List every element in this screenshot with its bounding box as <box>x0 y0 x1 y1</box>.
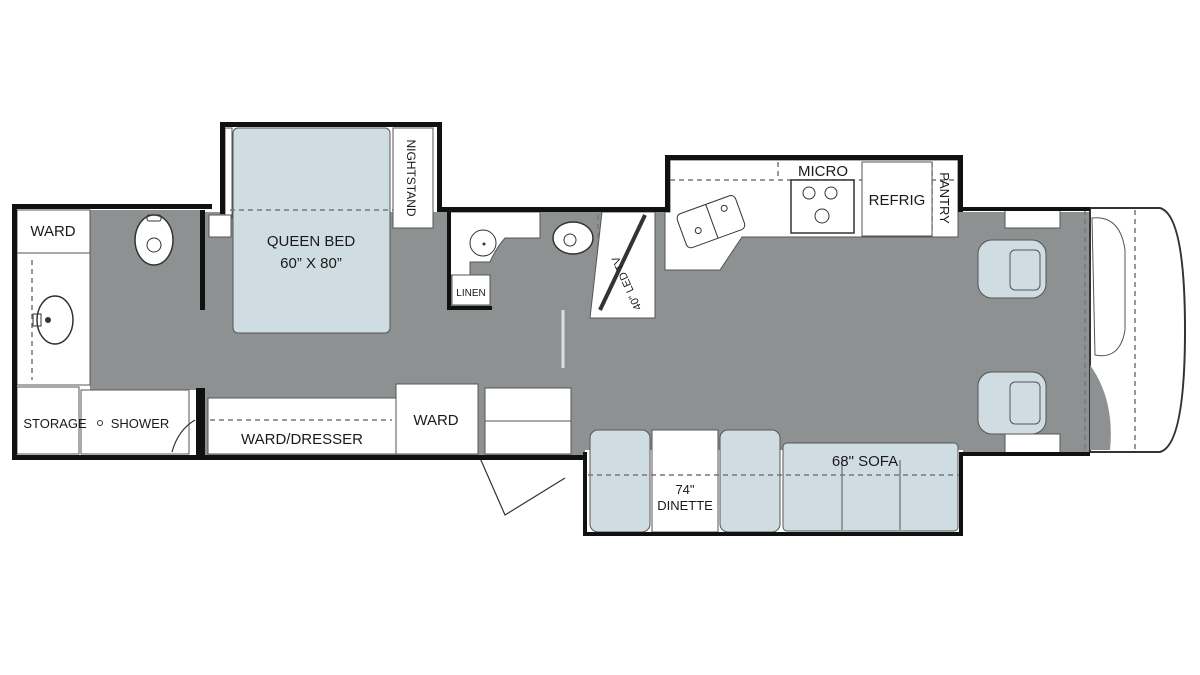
driver-seat-icon <box>977 239 1047 299</box>
label-storage: STORAGE <box>23 416 87 431</box>
label-dinette: DINETTE <box>657 498 713 513</box>
mid-bathroom <box>449 211 656 368</box>
kitchen-slide <box>664 159 959 271</box>
dinette-seat <box>719 429 781 533</box>
toilet-icon <box>134 214 174 266</box>
refrigerator <box>861 161 933 237</box>
labels: WARD STORAGE SHOWER QUEEN BED 60” X 80” … <box>23 139 952 513</box>
passenger-seat-icon <box>977 371 1047 435</box>
label-micro: MICRO <box>798 163 848 180</box>
label-nightstand: NIGHTSTAND <box>404 139 418 216</box>
label-linen: LINEN <box>456 288 485 299</box>
label-shower: SHOWER <box>111 416 170 431</box>
nightstand <box>392 127 434 229</box>
label-ward-mid: WARD <box>413 412 458 429</box>
label-sofa: 68" SOFA <box>832 453 898 470</box>
dinette-seat <box>589 429 651 533</box>
kitchen-sink-icon <box>676 195 746 249</box>
label-pantry: PANTRY <box>937 172 952 224</box>
label-ward-rear: WARD <box>30 223 75 240</box>
shower-drain-icon <box>97 420 103 426</box>
label-ward-dresser: WARD/DRESSER <box>241 431 363 448</box>
label-refrig: REFRIG <box>869 192 926 209</box>
toilet-icon <box>552 221 594 255</box>
stove-icon <box>790 179 855 234</box>
dinette-table <box>651 429 719 533</box>
rear-bathroom <box>16 209 196 455</box>
exterior-walls <box>12 122 1090 536</box>
dinette-sofa-slide <box>585 429 963 534</box>
wardrobes <box>207 383 572 516</box>
queen-bed <box>232 127 391 334</box>
sofa <box>782 442 959 532</box>
label-dinette-size: 74" <box>675 482 694 497</box>
label-queen-bed: QUEEN BED <box>267 233 356 250</box>
sink-icon <box>32 295 74 345</box>
label-bed-size: 60” X 80” <box>280 255 342 272</box>
